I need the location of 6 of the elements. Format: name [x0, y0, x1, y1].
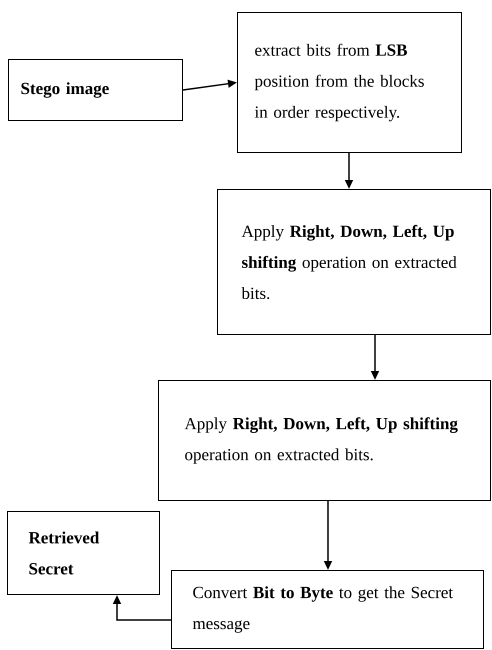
process-box: Retrieved Secret: [7, 511, 160, 595]
process-box: Apply Right, Down, Left, Up shifting operation on extracted bits.: [217, 189, 491, 335]
process-box: extract bits from LSB position from the blocks in order respectively.: [237, 12, 462, 153]
process-box: Convert Bit to Byte to get the Secret message: [171, 570, 484, 649]
process-box: Apply Right, Down, Left, Up shifting operation on extracted bits.: [158, 380, 491, 501]
process-box: Stego image: [8, 59, 183, 121]
